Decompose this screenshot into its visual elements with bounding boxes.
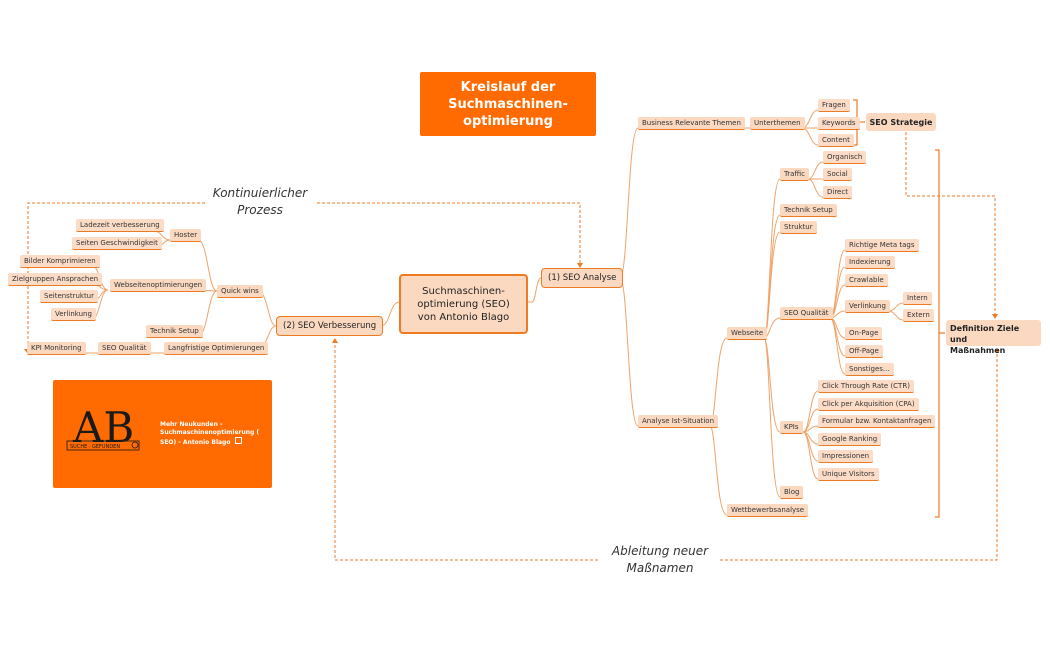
link-card[interactable]: AB SUCHE · GEFUNDEN Mehr Neukunden - Suc… — [53, 380, 272, 488]
node-organisch[interactable]: Organisch — [823, 151, 867, 164]
title-line: Suchmaschinen- — [448, 96, 568, 112]
node-offpage[interactable]: Off-Page — [845, 345, 883, 358]
central-line: optimierung (SEO) — [417, 298, 510, 310]
central-topic[interactable]: Suchmaschinen- optimierung (SEO) von Ant… — [399, 274, 528, 334]
ab-logo: AB SUCHE · GEFUNDEN — [66, 403, 140, 452]
node-content[interactable]: Content — [818, 134, 854, 147]
seo-analyse-node[interactable]: (1) SEO Analyse — [541, 268, 624, 288]
node-kpi-monitoring[interactable]: KPI Monitoring — [27, 342, 86, 355]
node-seo-qualitaet-left[interactable]: SEO Qualität — [98, 342, 151, 355]
node-verlinkung-left[interactable]: Verlinkung — [51, 308, 96, 321]
loop-label-bottom: Ableitung neuer Maßnamen — [600, 543, 720, 577]
node-verlinkung[interactable]: Verlinkung — [845, 300, 890, 313]
logo-letters: AB — [72, 403, 134, 452]
loop-label-line: Prozess — [237, 203, 283, 217]
central-line: Suchmaschinen- — [422, 285, 505, 297]
node-quick-wins[interactable]: Quick wins — [217, 285, 263, 298]
node-struktur[interactable]: Struktur — [780, 221, 817, 234]
node-google-ranking[interactable]: Google Ranking — [818, 433, 882, 446]
node-crawlable[interactable]: Crawlable — [845, 274, 888, 287]
node-kpis[interactable]: KPIs — [780, 421, 803, 434]
node-ladezeit[interactable]: Ladezeit verbesserung — [76, 219, 164, 232]
node-extern[interactable]: Extern — [903, 309, 934, 322]
node-analyse-ist[interactable]: Analyse Ist-Situation — [638, 415, 719, 428]
node-sonstiges[interactable]: Sonstiges... — [845, 363, 894, 376]
magnifier-icon — [131, 441, 139, 449]
node-impressionen[interactable]: Impressionen — [818, 450, 874, 463]
definition-line: Definition Ziele und — [950, 324, 1020, 344]
card-text: Mehr Neukunden - Suchmaschinenoptimierun… — [160, 421, 260, 446]
title-line: optimierung — [463, 113, 553, 129]
node-business-themen[interactable]: Business Relevante Themen — [638, 117, 745, 130]
definition-line: Maßnahmen — [950, 346, 1006, 355]
node-seo-qualitaet[interactable]: SEO Qualität — [780, 307, 833, 320]
node-technik-setup[interactable]: Technik Setup — [780, 204, 837, 217]
node-bilder[interactable]: Bilder Komprimieren — [20, 255, 100, 268]
node-intern[interactable]: Intern — [903, 292, 932, 305]
node-seitenstruktur[interactable]: Seitenstruktur — [40, 290, 99, 303]
node-ctr[interactable]: Click Through Rate (CTR) — [818, 380, 914, 393]
link-card-text[interactable]: Mehr Neukunden - Suchmaschinenoptimierun… — [160, 421, 270, 447]
node-onpage[interactable]: On-Page — [845, 327, 883, 340]
definition-node[interactable]: Definition Ziele und Maßnahmen — [946, 320, 1041, 355]
node-fragen[interactable]: Fragen — [818, 99, 850, 112]
node-unterthemen[interactable]: Unterthemen — [750, 117, 805, 130]
node-cpa[interactable]: Click per Akquisition (CPA) — [818, 398, 919, 411]
node-langfristige[interactable]: Langfristige Optimierungen — [164, 342, 269, 355]
node-wettbewerbsanalyse[interactable]: Wettbewerbsanalyse — [727, 504, 809, 517]
node-meta-tags[interactable]: Richtige Meta tags — [845, 239, 919, 252]
node-webseitenoptimierungen[interactable]: Webseitenoptimierungen — [110, 279, 207, 292]
loop-label-line: Maßnamen — [626, 561, 694, 575]
node-traffic[interactable]: Traffic — [780, 168, 810, 181]
seo-verbesserung-node[interactable]: (2) SEO Verbesserung — [276, 316, 384, 336]
node-social[interactable]: Social — [823, 168, 852, 181]
node-formular[interactable]: Formular bzw. Kontaktanfragen — [818, 415, 936, 428]
logo-sub: SUCHE · GEFUNDEN — [70, 444, 120, 450]
title-line: Kreislauf der — [460, 79, 556, 95]
central-line: von Antonio Blago — [417, 311, 510, 323]
map-title: Kreislauf der Suchmaschinen- optimierung — [420, 72, 596, 136]
node-webseite[interactable]: Webseite — [727, 327, 768, 340]
loop-label-line: Ableitung neuer — [611, 544, 709, 558]
loop-label-top: Kontinuierlicher Prozess — [205, 185, 315, 219]
loop-label-line: Kontinuierlicher — [212, 186, 308, 200]
seo-strategie-node[interactable]: SEO Strategie — [866, 113, 936, 131]
node-direct[interactable]: Direct — [823, 186, 852, 199]
node-technik-setup-left[interactable]: Technik Setup — [146, 325, 203, 338]
node-zielgruppen[interactable]: Zielgruppen Ansprachen — [8, 273, 103, 286]
external-link-icon — [234, 437, 242, 444]
node-indexierung[interactable]: Indexierung — [845, 256, 895, 269]
node-unique-visitors[interactable]: Unique Visitors — [818, 468, 879, 481]
node-blog[interactable]: Blog — [780, 486, 804, 499]
node-seiten-geschwindigkeit[interactable]: Seiten Geschwindigkeit — [72, 237, 162, 250]
node-hoster[interactable]: Hoster — [170, 229, 202, 242]
node-keywords[interactable]: Keywords — [818, 117, 860, 130]
